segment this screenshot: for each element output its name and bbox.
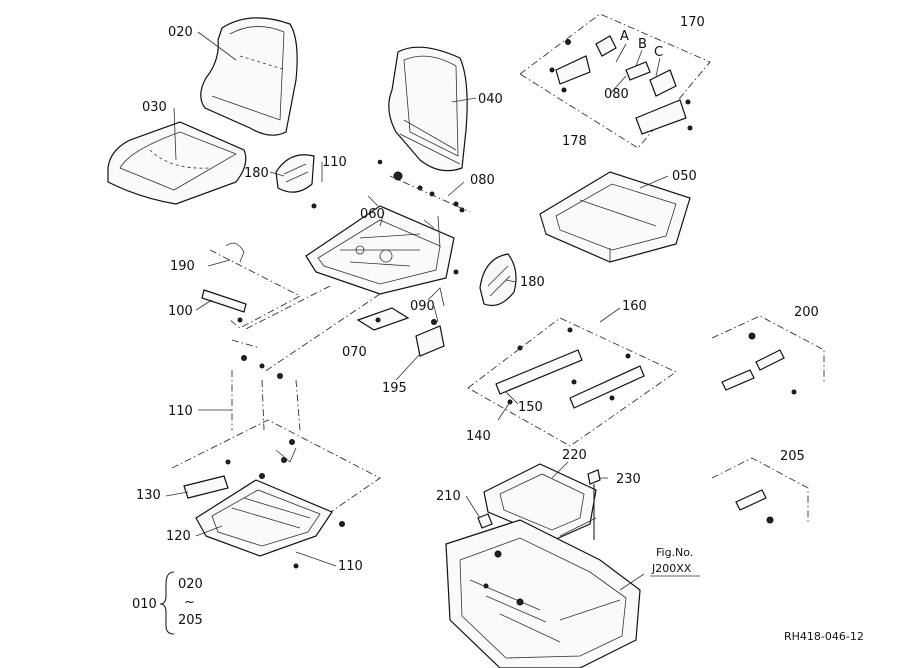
side-cover-180-left — [275, 154, 315, 193]
callout-170: 170 — [680, 15, 705, 30]
slide-frame-120 — [171, 419, 381, 569]
callout-140: 140 — [466, 429, 491, 444]
floor-plate-220 — [483, 463, 597, 541]
assembly-range-legend: 010 020 ~ 205 — [132, 571, 203, 635]
callout-160: 160 — [622, 299, 647, 314]
callout-050: 050 — [672, 169, 697, 184]
callout-080-frame: 080 — [470, 173, 495, 188]
callout-210: 210 — [436, 489, 461, 504]
assembly-range-end: 205 — [178, 613, 203, 628]
callout-150: 150 — [518, 400, 543, 415]
callout-230: 230 — [616, 472, 641, 487]
seat-base-frame-050 — [539, 171, 691, 263]
leader-lines — [165, 31, 669, 591]
callout-A: A — [620, 29, 629, 44]
slide-rails-160 — [467, 317, 677, 447]
callout-180-left: 180 — [244, 166, 269, 181]
assembly-ref: 010 — [132, 597, 157, 612]
assembly-range-sep: ~ — [184, 595, 195, 610]
callout-130: 130 — [136, 488, 161, 503]
callout-090: 090 — [410, 299, 435, 314]
backrest-frame-040 — [388, 46, 468, 172]
callout-110-mid: 110 — [168, 404, 193, 419]
callout-200: 200 — [794, 305, 819, 320]
side-cover-180-right — [479, 253, 517, 307]
fig-ref-line1: Fig.No. — [656, 546, 693, 559]
machine-chassis — [445, 519, 641, 668]
callout-020: 020 — [168, 25, 193, 40]
callout-195: 195 — [382, 381, 407, 396]
callout-180-right: 180 — [520, 275, 545, 290]
callout-110-lower: 110 — [338, 559, 363, 574]
seat-cushion-030 — [107, 121, 247, 205]
callout-220: 220 — [562, 448, 587, 463]
callout-178: 178 — [562, 134, 587, 149]
fig-ref-line2: J200XX — [651, 562, 692, 575]
guide-lines — [231, 285, 381, 431]
assembly-range-start: 020 — [178, 577, 203, 592]
nut-210 — [477, 513, 493, 529]
callout-B: B — [638, 37, 647, 52]
pin-set-205 — [711, 457, 809, 524]
plate-195 — [415, 325, 445, 357]
figure-reference: Fig.No. J200XX — [650, 546, 700, 577]
drawing-code: RH418-046-12 — [784, 630, 864, 643]
callout-120: 120 — [166, 529, 191, 544]
lever-and-bracket-set — [201, 242, 301, 379]
callout-070: 070 — [342, 345, 367, 360]
bracket-group-170 — [519, 13, 711, 149]
bolt-230 — [587, 469, 601, 540]
seat-frame-060 — [305, 195, 455, 295]
callout-205: 205 — [780, 449, 805, 464]
callout-C: C — [654, 45, 663, 60]
callout-190: 190 — [170, 259, 195, 274]
backrest-cushion-020 — [200, 17, 298, 136]
callout-100: 100 — [168, 304, 193, 319]
pin-set-200 — [711, 315, 825, 395]
handle-070 — [356, 307, 410, 331]
callout-110-upper: 110 — [322, 155, 347, 170]
hinge-hardware — [311, 159, 471, 275]
callout-030: 030 — [142, 100, 167, 115]
callout-040: 040 — [478, 92, 503, 107]
callout-060: 060 — [360, 207, 385, 222]
callout-080-bracket: 080 — [604, 87, 629, 102]
lever-090 — [427, 287, 445, 325]
